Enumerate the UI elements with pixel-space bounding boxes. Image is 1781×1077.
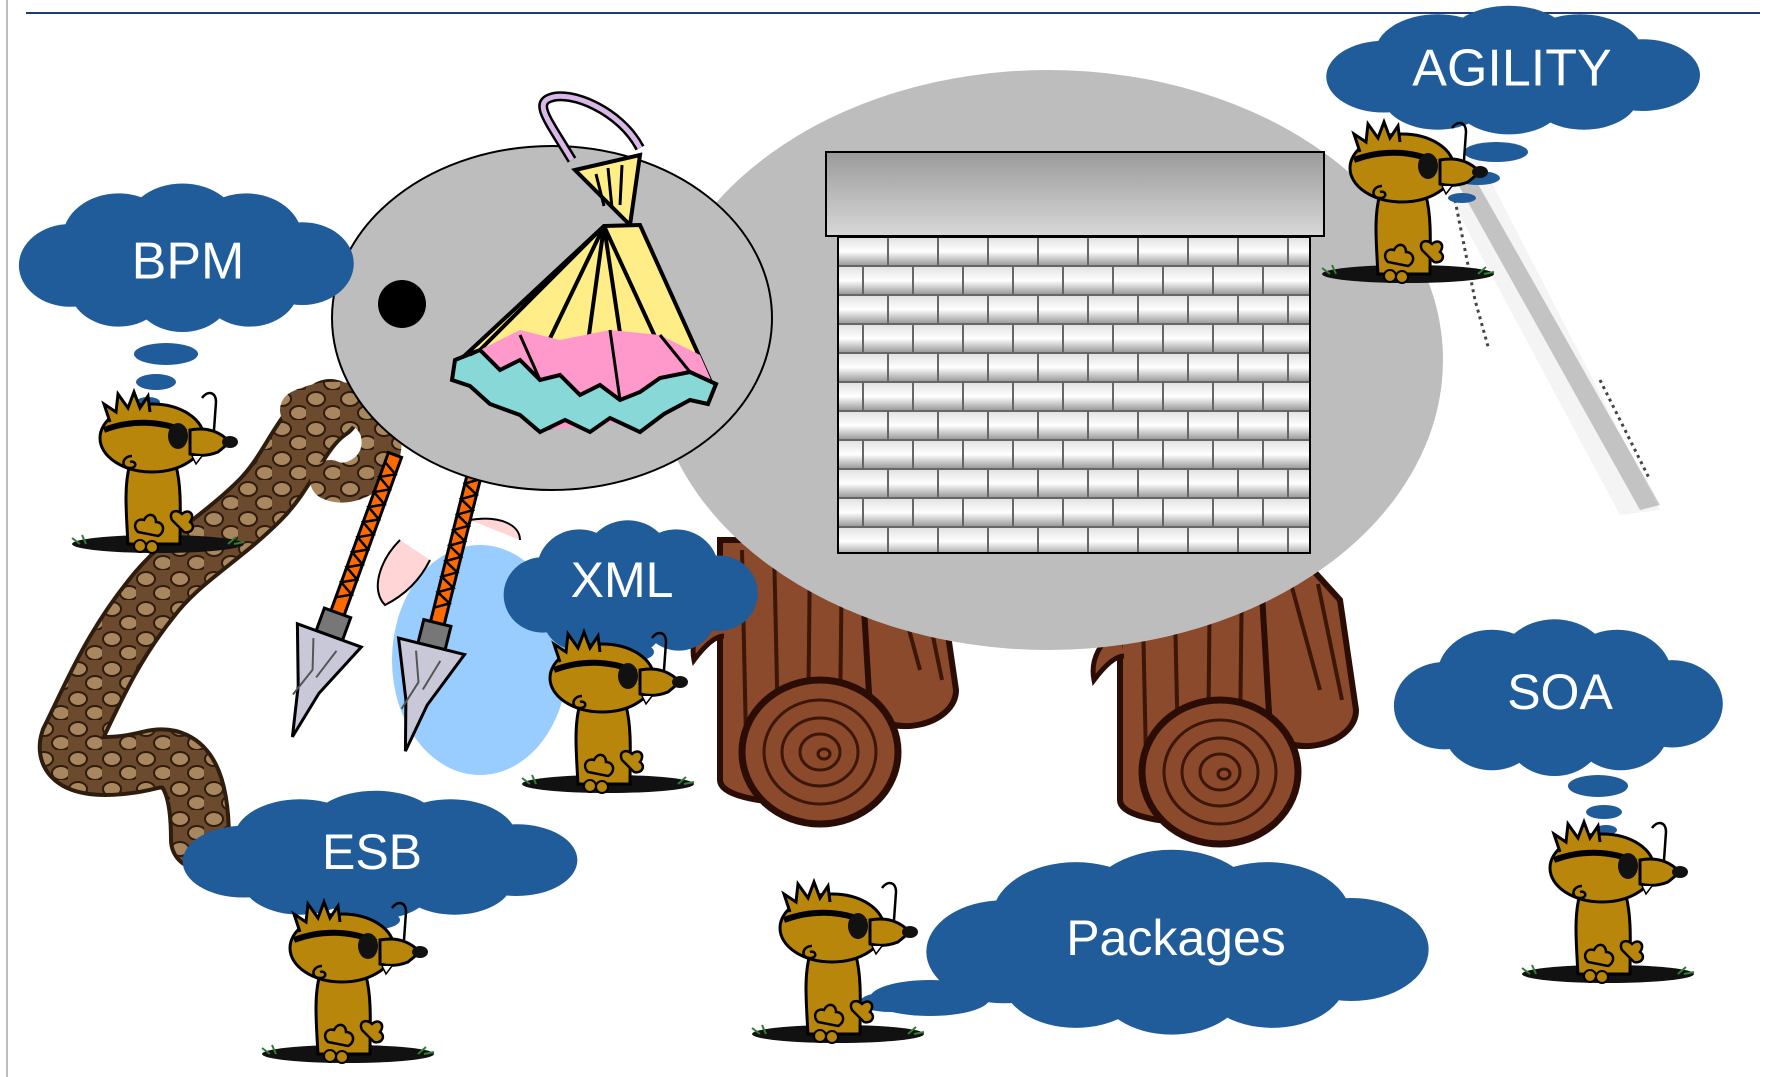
mole-icon [752, 882, 924, 1043]
packages-label: Packages [1066, 910, 1286, 966]
mole-icon [1522, 822, 1694, 983]
brick-wall-icon [825, 151, 1325, 554]
esb-label: ESB [322, 824, 422, 880]
soa-label: SOA [1507, 664, 1613, 720]
elephant-eye [378, 280, 426, 328]
xml-label: XML [571, 552, 674, 608]
fan-icon [449, 91, 719, 435]
thought-cloud-soa [1393, 619, 1723, 835]
agility-label: AGILITY [1412, 40, 1611, 98]
mole-icon [262, 902, 434, 1063]
bpm-label: BPM [132, 233, 245, 291]
thought-cloud-packages [860, 849, 1429, 1035]
thought-cloud-bpm [18, 183, 354, 407]
